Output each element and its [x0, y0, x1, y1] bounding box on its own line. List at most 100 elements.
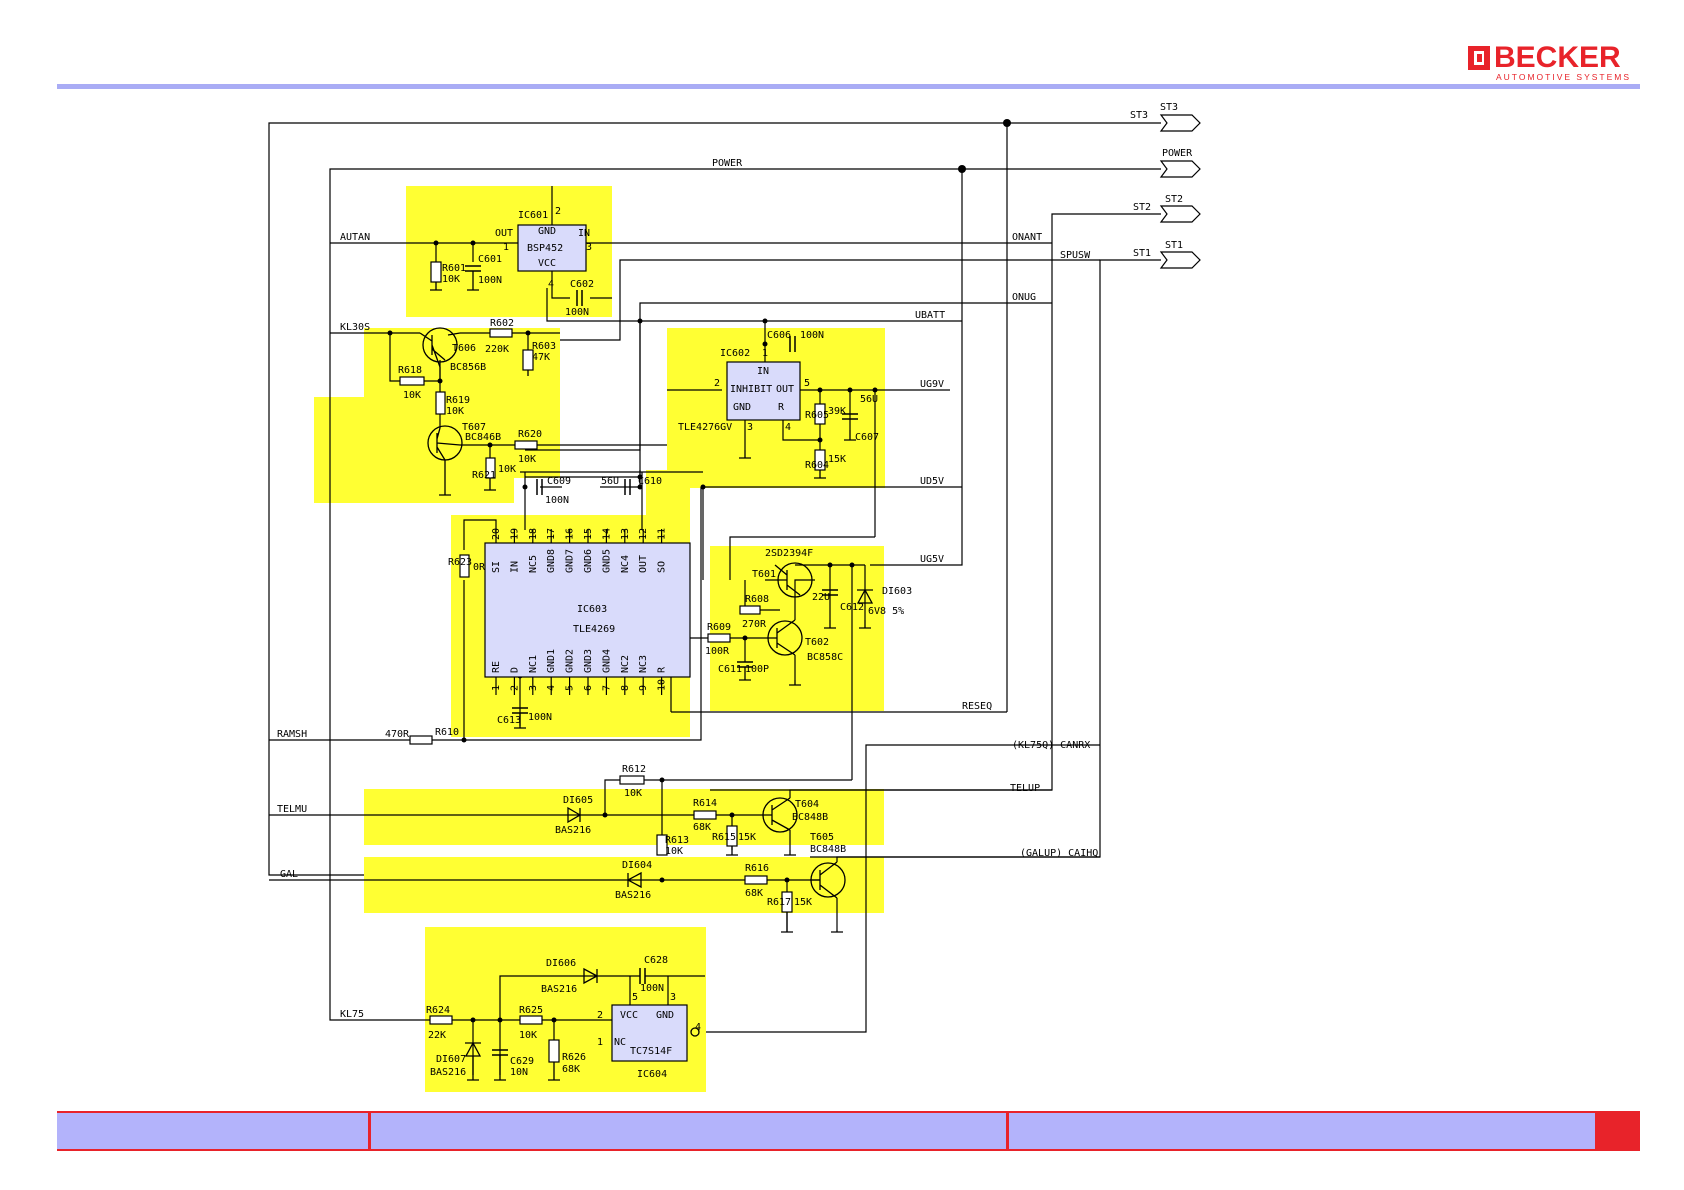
becker-logo: BECKER AUTOMOTIVE SYSTEMS: [1468, 42, 1638, 82]
c601-value: 100N: [478, 275, 502, 286]
net-label-gal: GAL: [280, 869, 298, 880]
r623-value: 0R: [473, 562, 486, 573]
c612-ref: C612: [840, 602, 864, 613]
ic603-top-pin-number: 19: [509, 528, 520, 540]
footer-cell-left: [57, 1111, 369, 1151]
r613-ref: R613: [665, 835, 689, 846]
net-label-ug9v: UG9V: [920, 379, 944, 390]
net-label-autan: AUTAN: [340, 232, 370, 243]
c609-value: 100N: [545, 495, 569, 506]
t606-ref: T606: [452, 343, 476, 354]
ic602-ref: IC602: [720, 348, 750, 359]
connector-power: [1159, 160, 1201, 178]
highlight-t601-t602: [710, 546, 884, 711]
gnd-t604: [784, 850, 796, 856]
ic602-part: TLE4276GV: [678, 422, 732, 433]
junction-24: [659, 777, 665, 783]
net-label-ubatt: UBATT: [915, 310, 945, 321]
gnd-t605: [831, 930, 843, 933]
r619-ref: R619: [446, 395, 470, 406]
r602-value: 220K: [485, 344, 509, 355]
net-label-kl75: KL75: [340, 1009, 364, 1020]
ic602-pin-2: 2: [714, 378, 720, 389]
r610-value: 470R: [385, 729, 410, 740]
r616-ref: R616: [745, 863, 769, 874]
di603-ref: DI603: [882, 586, 912, 597]
gnd-c611: [739, 667, 751, 681]
ic603-bottom-pin-name: GND2: [565, 649, 576, 673]
net-labels: ST3 ST3 POWER POWER ST2 ST2 ST1 ST1 AUTA…: [277, 102, 1193, 1020]
footer-red-block: [1595, 1111, 1640, 1151]
r617-value: 15K: [794, 897, 812, 908]
ic601-pin-1: 1: [503, 242, 509, 253]
net-label-telup: TELUP: [1010, 783, 1040, 794]
net-label-ramsh: RAMSH: [277, 729, 307, 740]
gnd-di607: [467, 1056, 479, 1081]
c612-value: 22U: [812, 592, 830, 603]
r612-value: 10K: [624, 788, 642, 799]
r613-value: 10K: [665, 846, 683, 857]
di604-symbol: [620, 871, 650, 889]
r605-value: 39K: [828, 406, 846, 417]
net-label-power: POWER: [712, 158, 743, 169]
ic602-pin-inhibit: INHIBIT: [730, 384, 772, 395]
ic604-inverter-bubble: [690, 1027, 700, 1037]
junction-27: [784, 877, 790, 883]
r613-symbol: [656, 834, 668, 856]
r609-value: 100R: [705, 646, 730, 657]
t605-part: BC848B: [810, 844, 846, 855]
ic603-bottom-pin-name: D: [509, 667, 520, 673]
r626-symbol: [548, 1039, 560, 1063]
r624-value: 22K: [428, 1030, 446, 1041]
ic603-top-pin-name: GND6: [583, 549, 594, 573]
ic603-top-pin-number: 20: [491, 528, 502, 540]
ic601-pin-3: 3: [586, 242, 592, 253]
junction-14: [637, 474, 643, 480]
highlight-t606-t607: [314, 328, 560, 503]
junction-21: [461, 737, 467, 743]
t601-ref: T601: [752, 569, 776, 580]
net-label-canrx: (KL75Q) CANRX: [1012, 740, 1090, 751]
c611-ref: C611: [718, 664, 742, 675]
c607-value: 56U: [860, 394, 878, 405]
net-label-st1: ST1: [1133, 248, 1151, 259]
ic602-body: [726, 361, 801, 421]
r621-value: 10K: [498, 464, 516, 475]
conn-label-st1: ST1: [1165, 240, 1183, 251]
r618-symbol: [399, 376, 425, 386]
ic601-pin-4: 4: [548, 279, 554, 290]
junction-4: [762, 318, 768, 324]
r624-symbol: [429, 1015, 453, 1025]
net-label-onant: ONANT: [1012, 232, 1042, 243]
highlight-t605: [364, 857, 884, 913]
ic603-top-pin-number: 11: [657, 528, 668, 540]
gnd-c629: [494, 1055, 506, 1081]
wire-ic601-vcc: [551, 260, 570, 299]
footer-bar: [57, 1111, 1640, 1151]
di606-value: BAS216: [541, 984, 577, 995]
connector-st3: [1159, 114, 1201, 132]
junction-6: [387, 330, 393, 336]
brand-name: BECKER: [1494, 41, 1621, 74]
wire-st3: [268, 122, 1161, 876]
t602-symbol: [767, 619, 803, 656]
junction-20: [742, 635, 748, 641]
ic603-bottom-pin-name: NC1: [528, 655, 539, 673]
wire-spusw: [560, 259, 1100, 341]
c606-ref: C606: [767, 330, 791, 341]
ic604-body: [611, 1004, 688, 1062]
junction-15: [637, 484, 643, 490]
ic601-pin-2: 2: [555, 206, 561, 217]
r603-ref: R603: [532, 341, 556, 352]
net-label-spusw: SPUSW: [1060, 250, 1091, 261]
r604-value: 15K: [828, 454, 846, 465]
c609-symbol: [536, 479, 543, 495]
r620-symbol: [514, 440, 538, 450]
junctions: [387, 119, 1011, 1023]
junction-16: [522, 484, 528, 490]
junction-23: [602, 812, 608, 818]
c601-ref: C601: [478, 254, 502, 265]
ic603-bottom-pin-name: NC3: [638, 655, 649, 673]
r601-symbol: [430, 261, 442, 283]
net-label-reseq: RESEQ: [962, 701, 992, 712]
